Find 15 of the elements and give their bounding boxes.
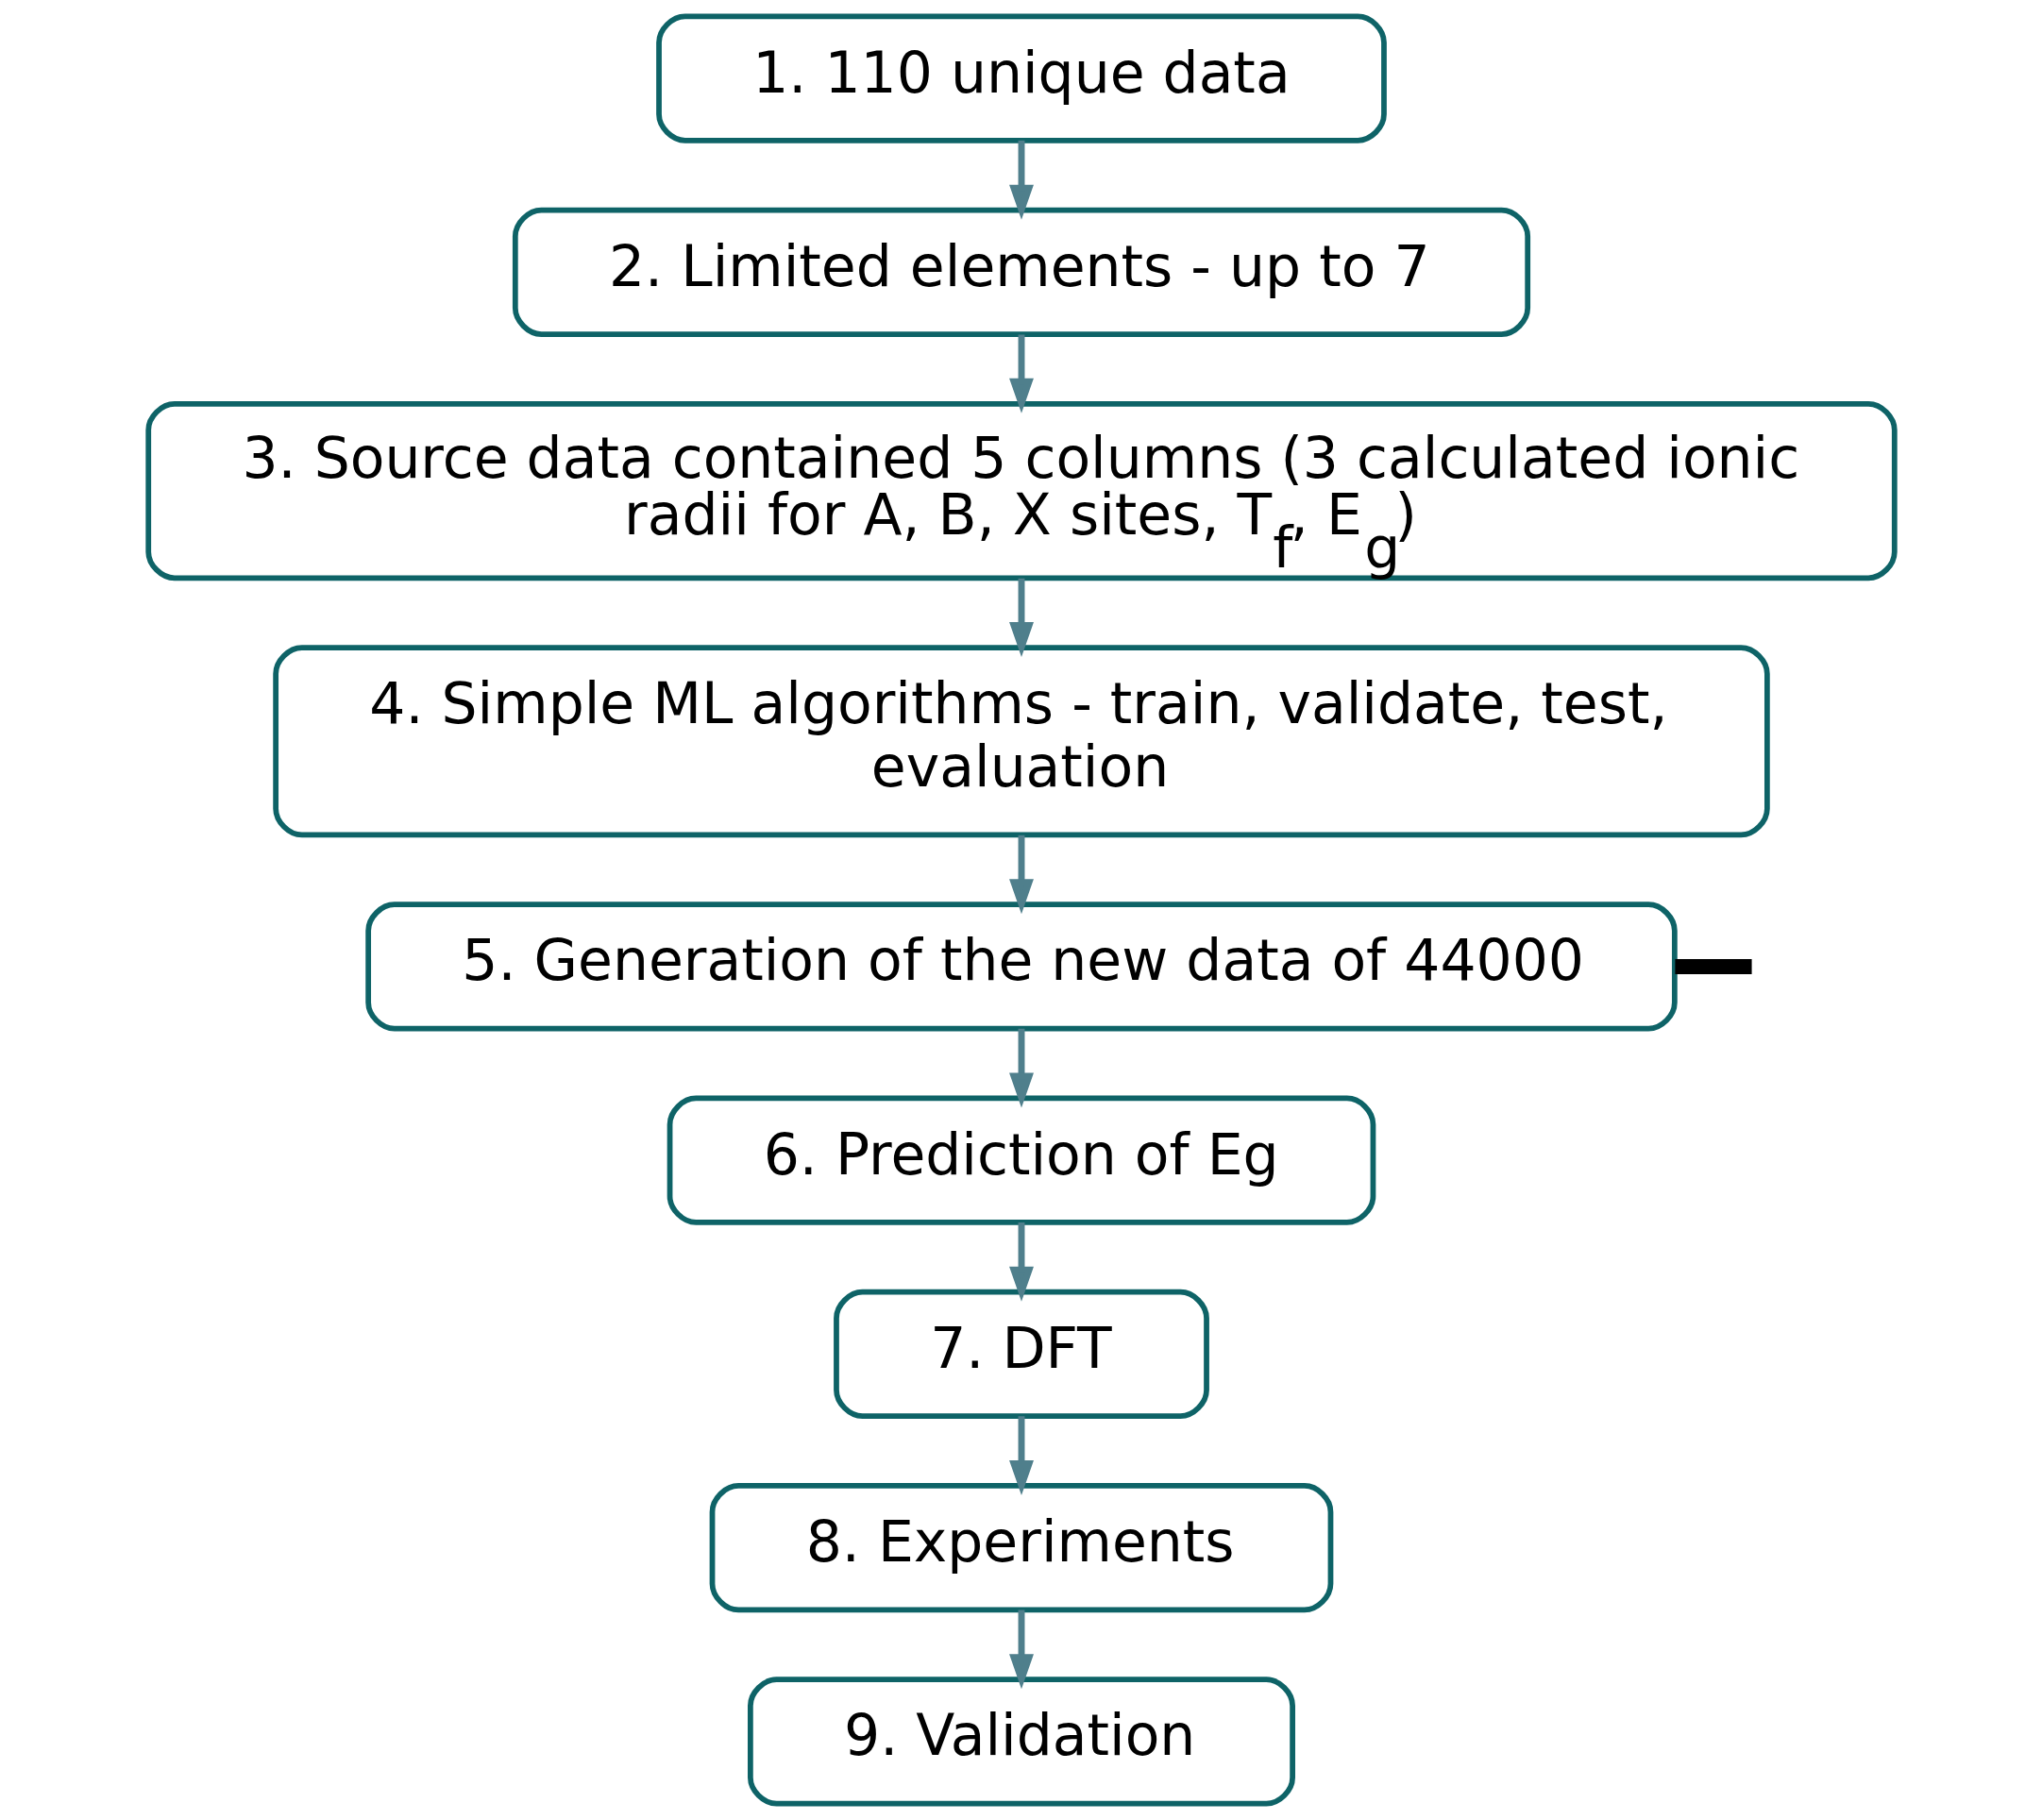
node-box: 1. 110 unique data bbox=[655, 13, 1387, 143]
node-box: 4. Simple ML algorithms - train, validate, test, evaluation bbox=[272, 645, 1770, 838]
arrow bbox=[1008, 1028, 1034, 1108]
arrow bbox=[1008, 334, 1034, 413]
node-box: 8. Experiments bbox=[709, 1483, 1333, 1613]
arrow bbox=[1008, 1609, 1034, 1690]
arrow bbox=[1008, 834, 1034, 915]
node-box: 7. DFT bbox=[833, 1289, 1209, 1420]
arrow bbox=[1008, 140, 1034, 220]
arrow bbox=[1008, 578, 1034, 658]
node-box: 6. Prediction of Eg bbox=[667, 1095, 1375, 1225]
node-box: 2. Limited elements - up to 7 bbox=[512, 207, 1530, 337]
connector bbox=[1674, 958, 1752, 975]
node-box: 5. Generation of the new data of 44000 bbox=[364, 902, 1678, 1032]
node-box: 9. Validation bbox=[747, 1677, 1295, 1807]
